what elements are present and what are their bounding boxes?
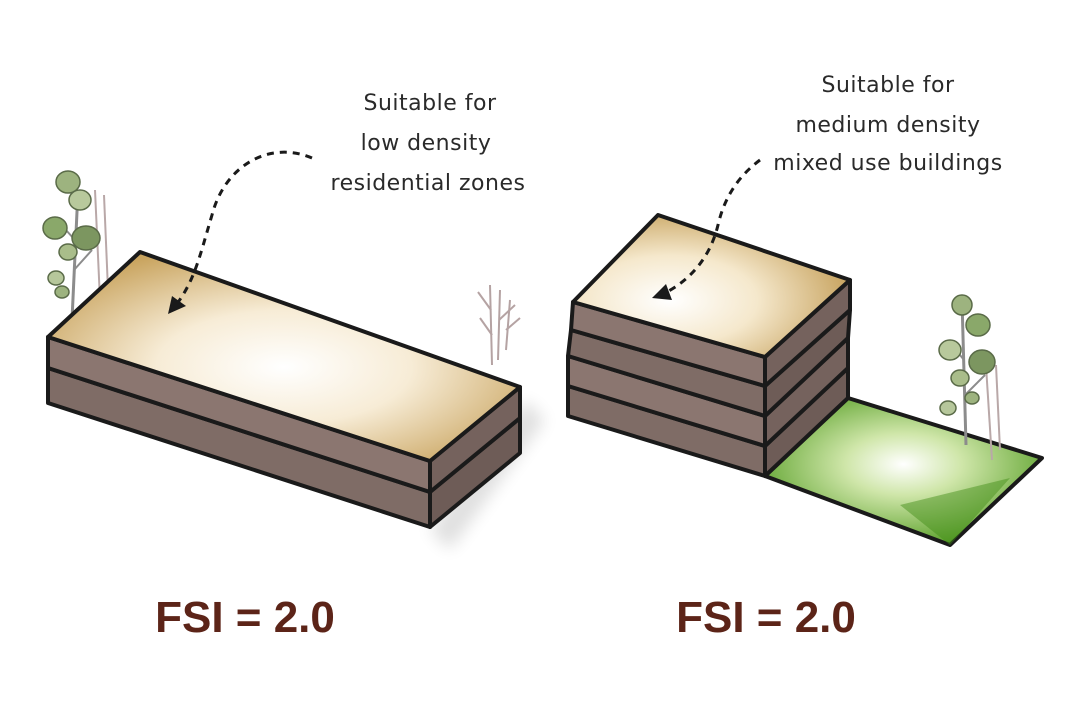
right-dashed-arrow bbox=[664, 158, 761, 295]
left-annotation-line-2: low density bbox=[361, 131, 492, 156]
left-annotation-line-1: Suitable for bbox=[364, 91, 497, 116]
left-annotation: Suitable for low density residential zon… bbox=[168, 91, 525, 314]
right-arrow-head-icon bbox=[652, 284, 672, 300]
right-lawn-shade bbox=[900, 478, 1010, 545]
left-bare-tree-icon bbox=[477, 284, 521, 366]
left-dashed-arrow bbox=[174, 150, 313, 306]
left-building bbox=[42, 170, 545, 550]
right-annotation-line-2: medium density bbox=[795, 113, 980, 138]
right-leafy-tree-icon bbox=[938, 294, 1001, 461]
right-fsi-label: FSI = 2.0 bbox=[676, 593, 856, 642]
right-roof bbox=[571, 213, 852, 359]
left-roof bbox=[46, 250, 522, 463]
right-annotation-line-1: Suitable for bbox=[822, 73, 955, 98]
left-arrow-head-icon bbox=[168, 296, 186, 314]
right-annotation-line-3: mixed use buildings bbox=[773, 151, 1002, 176]
right-building bbox=[566, 213, 1044, 547]
right-annotation: Suitable for medium density mixed use bu… bbox=[652, 73, 1002, 300]
left-annotation-line-3: residential zones bbox=[331, 171, 526, 196]
left-leafy-tree-icon bbox=[42, 170, 109, 321]
left-fsi-label: FSI = 2.0 bbox=[155, 593, 335, 642]
